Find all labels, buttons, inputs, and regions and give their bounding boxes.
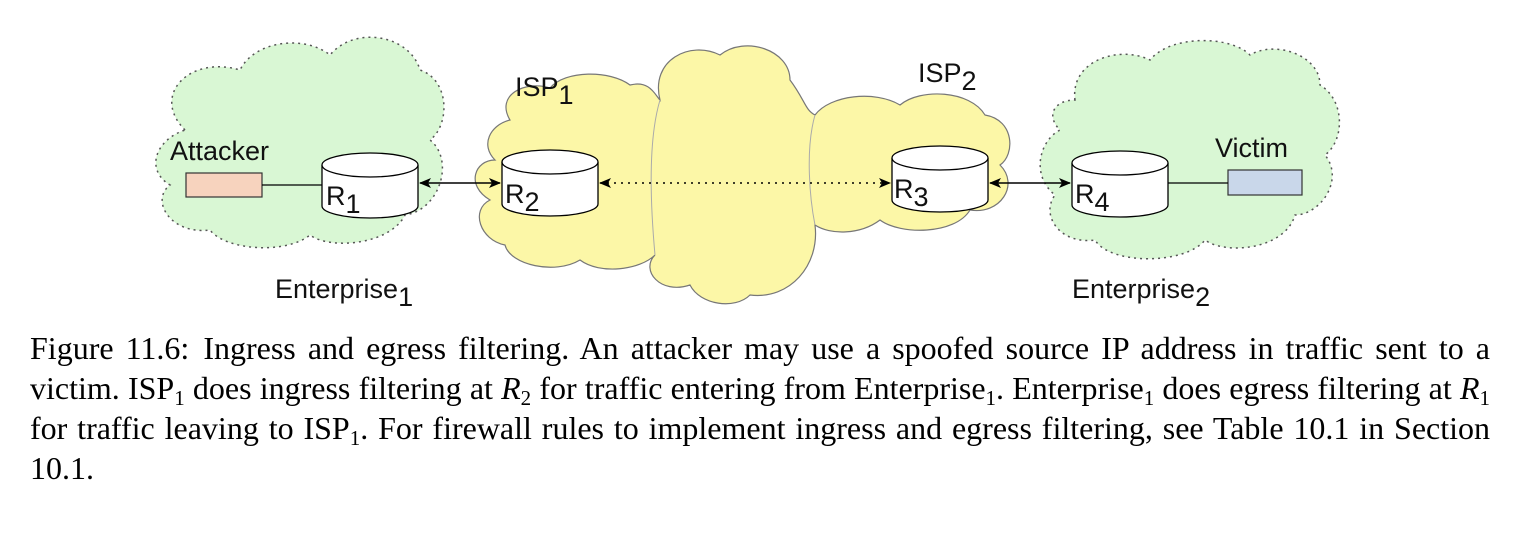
attacker-label: Attacker: [170, 136, 269, 166]
svg-text:R1: R1: [326, 181, 361, 219]
router-r4: R4: [1071, 150, 1169, 218]
svg-text:R3: R3: [894, 174, 929, 212]
enterprise2-label: Enterprise2: [1072, 274, 1210, 312]
caption-label: Figure 11.6:: [30, 330, 190, 366]
enterprise2-cloud: [1039, 39, 1341, 260]
enterprise1-label: Enterprise1: [275, 274, 413, 312]
svg-text:R4: R4: [1075, 179, 1110, 217]
router-r3: R3: [891, 145, 989, 213]
victim-label: Victim: [1215, 133, 1288, 163]
router-r1: R1: [321, 152, 419, 219]
svg-text:R2: R2: [505, 179, 540, 217]
isp1-label: ISP1: [515, 72, 574, 110]
network-diagram: ISP1 ISP2 Enterprise1 Enterprise2 Attack…: [155, 36, 1341, 312]
router-r2: R2: [501, 149, 599, 217]
isp2-label: ISP2: [918, 58, 977, 96]
figure-caption: Figure 11.6:Ingress and egress filtering…: [30, 330, 1491, 486]
victim-box: [1227, 169, 1303, 196]
attacker-box: [185, 172, 263, 198]
isp-cloud: [474, 45, 1011, 305]
